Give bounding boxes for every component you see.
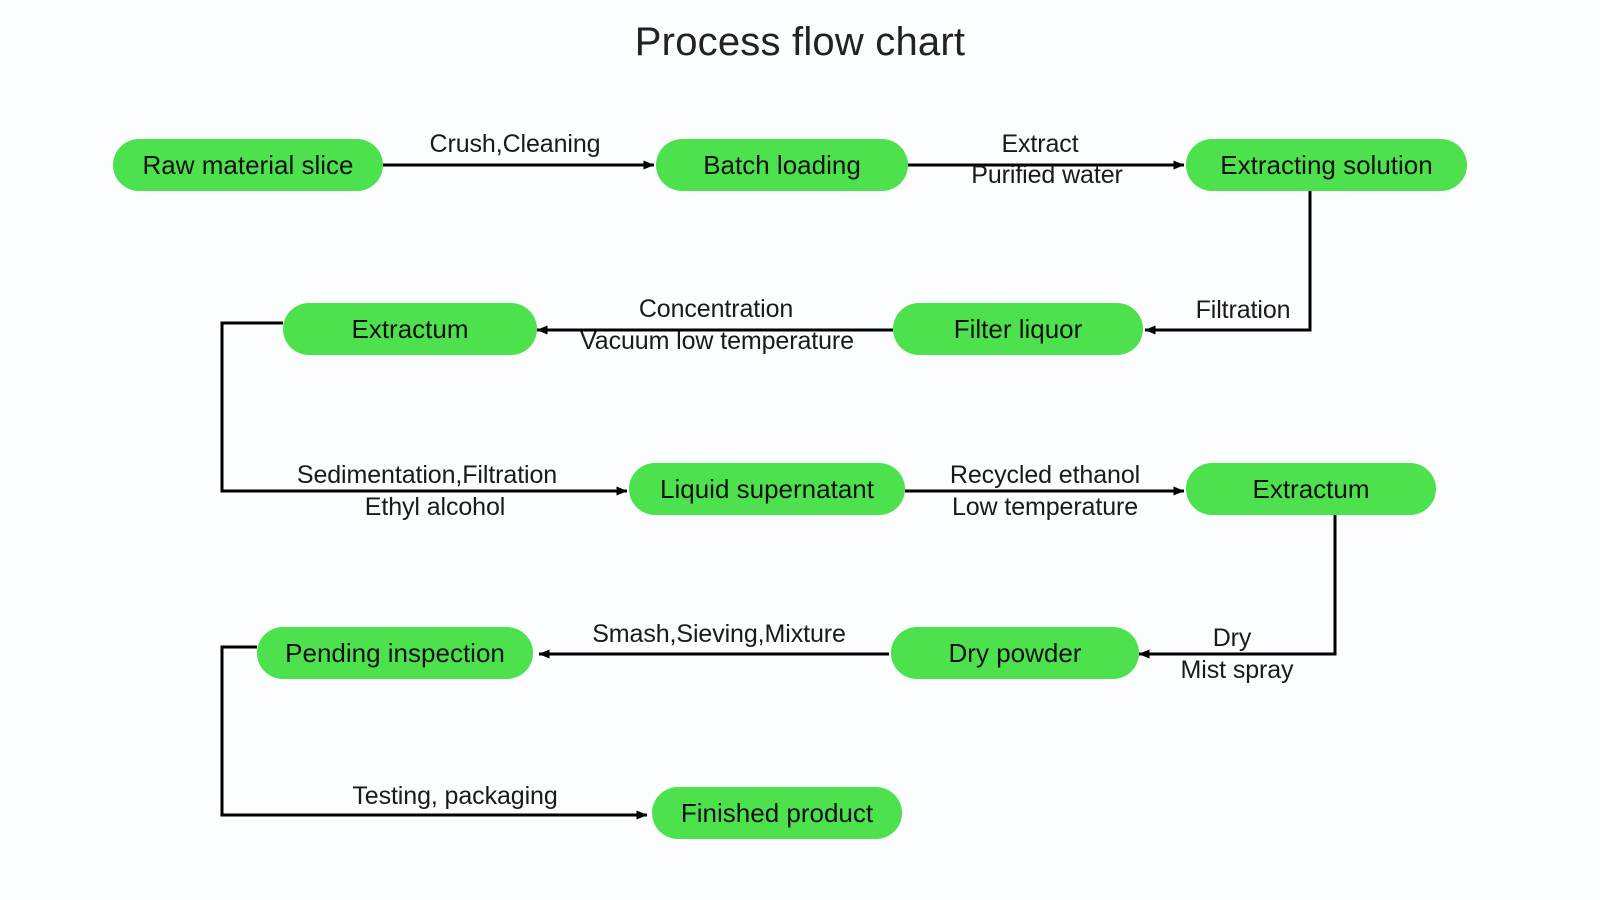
node-pending-inspection[interactable]: Pending inspection [257,627,533,679]
node-extractum-1[interactable]: Extractum [283,303,537,355]
edge-label-filter-to-extractum-above: Concentration [638,295,794,323]
node-batch-loading[interactable]: Batch loading [656,139,908,191]
edge-label-extractum-to-liquid-below: Ethyl alcohol [364,493,506,521]
edge-label-batch-to-extracting-above: Extract [1001,130,1079,158]
edge-label-extractum2-to-dry-below: Mist spray [1180,656,1294,684]
edge-label-pending-to-finished-above: Testing, packaging [352,782,558,810]
edge-label-extractum2-to-dry-above: Dry [1212,624,1252,652]
edge-label-raw-to-batch-above: Crush,Cleaning [429,130,601,158]
node-filter-liquor[interactable]: Filter liquor [893,303,1143,355]
node-finished-product[interactable]: Finished product [652,787,902,839]
node-liquid-supernatant[interactable]: Liquid supernatant [629,463,905,515]
edge-label-extracting-to-filter-above: Filtration [1195,296,1291,324]
node-raw-material-slice[interactable]: Raw material slice [113,139,383,191]
node-extractum-2[interactable]: Extractum [1186,463,1436,515]
edge-label-dry-to-pending-above: Smash,Sieving,Mixture [592,620,846,648]
node-extracting-solution[interactable]: Extracting solution [1186,139,1467,191]
edge-label-batch-to-extracting-below: Purified water [971,161,1123,189]
edge-label-extractum-to-liquid-above: Sedimentation,Filtration [296,461,558,489]
edge-label-liquid-to-extractum2-above: Recycled ethanol [949,461,1141,489]
page-title: Process flow chart [634,20,966,64]
node-dry-powder[interactable]: Dry powder [891,627,1139,679]
edge-label-filter-to-extractum-below: Vacuum low temperature [580,327,854,355]
edge-label-liquid-to-extractum2-below: Low temperature [951,493,1139,521]
